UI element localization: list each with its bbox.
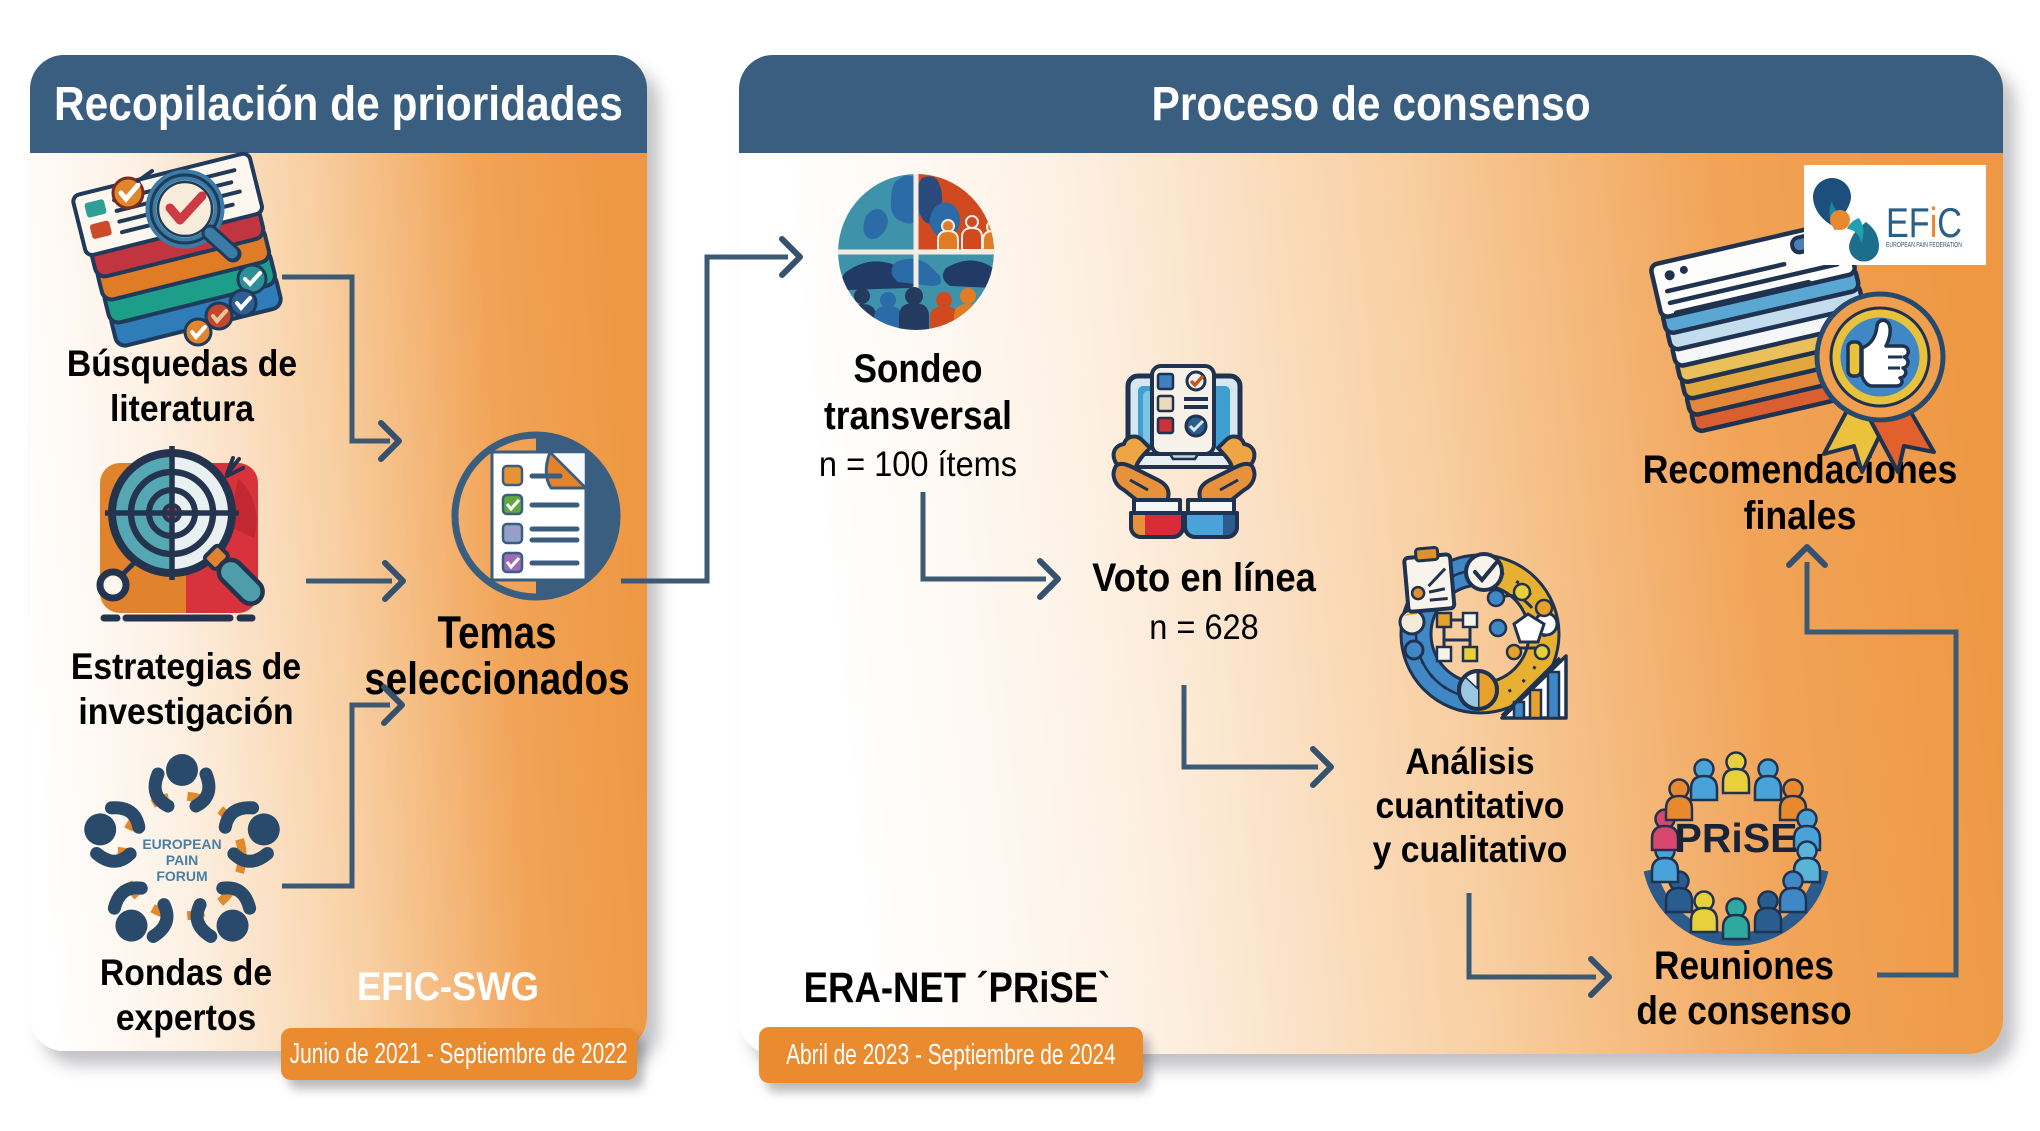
svg-text:PRiSE: PRiSE <box>1674 815 1797 861</box>
svg-text:EUROPEAN PAIN FEDERATION: EUROPEAN PAIN FEDERATION <box>1886 240 1962 249</box>
svg-text:EFiC: EFiC <box>1886 199 1962 246</box>
svg-text:FORUM: FORUM <box>156 868 207 884</box>
svg-text:EUROPEAN: EUROPEAN <box>142 836 221 852</box>
svg-text:PAIN: PAIN <box>166 852 198 868</box>
